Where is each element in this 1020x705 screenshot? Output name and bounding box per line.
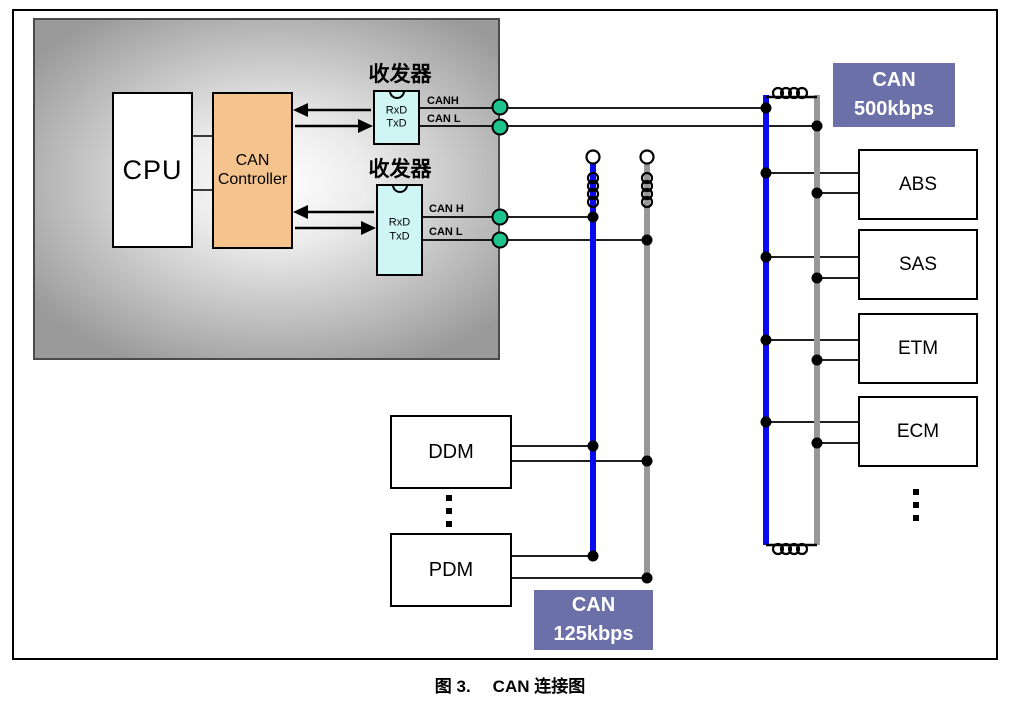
can-125kbps-label: CAN 125kbps — [534, 590, 653, 650]
node-sas: SAS — [858, 229, 978, 300]
txd-pin-label: TxD — [386, 117, 407, 130]
rxd-pin-label: RxD — [388, 216, 411, 229]
figure-caption: 图 3. CAN 连接图 — [0, 672, 1020, 697]
transceiver-125-chip: RxD TxD — [376, 184, 423, 276]
node-ecm-label: ECM — [896, 420, 940, 442]
node-ddm: DDM — [390, 415, 512, 489]
transceiver-500-title: 收发器 — [368, 63, 432, 86]
transceiver-500-chip: RxD TxD — [373, 90, 420, 145]
caption-figure-number: 图 3. — [434, 677, 471, 696]
node-etm: ETM — [858, 313, 978, 384]
chip-notch-icon — [391, 184, 408, 193]
transceiver-500-pins: RxD TxD — [375, 104, 418, 132]
cpu-block: CPU — [112, 92, 193, 248]
txd-pin-label: TxD — [389, 230, 410, 242]
cpu-label: CPU — [122, 154, 183, 185]
canh-500-label: CANH — [427, 95, 459, 107]
node-pdm: PDM — [390, 533, 512, 607]
chip-notch-icon — [388, 90, 405, 99]
can-500-line2: 500kbps — [853, 98, 935, 120]
node-abs-label: ABS — [898, 173, 938, 195]
node-pdm-label: PDM — [428, 558, 474, 581]
can-controller-block: CAN Controller — [212, 92, 293, 249]
transceiver-125-title: 收发器 — [368, 158, 432, 181]
can-500kbps-label: CAN 500kbps — [833, 63, 955, 127]
can-125-line2: 125kbps — [553, 623, 634, 645]
can-controller-label: CAN Controller — [217, 152, 288, 188]
node-sas-label: SAS — [898, 253, 938, 275]
node-ddm-label: DDM — [428, 440, 474, 463]
node-abs: ABS — [858, 149, 978, 220]
canl-125-label: CAN L — [429, 226, 463, 238]
node-etm-label: ETM — [897, 337, 939, 359]
can-500-line1: CAN — [872, 69, 916, 91]
can-125-line1: CAN — [571, 594, 616, 616]
canl-500-label: CAN L — [427, 113, 461, 125]
transceiver-125-pins: RxD TxD — [378, 216, 421, 244]
canh-125-label: CAN H — [429, 203, 464, 215]
rxd-pin-label: RxD — [385, 103, 408, 116]
caption-title: CAN 连接图 — [492, 677, 586, 696]
node-ecm: ECM — [858, 396, 978, 467]
